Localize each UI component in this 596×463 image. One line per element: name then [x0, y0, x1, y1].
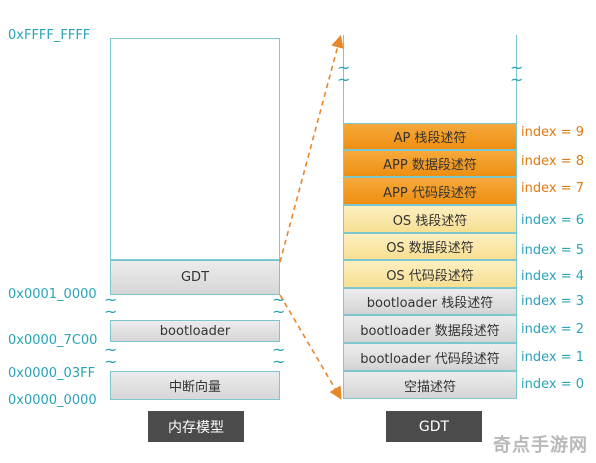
- gdt-entry-8: APP 数据段述符: [343, 150, 517, 177]
- break-mark: ~: [272, 352, 286, 371]
- memory-gdt-block: GDT: [110, 260, 280, 295]
- gdt-entry-2: bootloader 数据段述符: [343, 315, 517, 343]
- memory-bootloader-block: bootloader: [110, 320, 280, 342]
- gdt-entry-3: bootloader 栈段述符: [343, 288, 517, 315]
- gdt-entry-5: OS 数据段述符: [343, 233, 517, 260]
- break-mark: ~: [272, 302, 286, 321]
- memory-ivt-block: 中断向量: [110, 371, 280, 400]
- break-mark: ~: [104, 290, 118, 309]
- break-mark: ~: [104, 352, 118, 371]
- gdt-index-4: index = 4: [521, 269, 584, 284]
- gdt-index-0: index = 0: [521, 377, 584, 392]
- watermark: 奇点手游网: [493, 435, 588, 456]
- gdt-index-2: index = 2: [521, 322, 584, 337]
- address-0x0000-03ff: 0x0000_03FF: [8, 366, 96, 381]
- gdt-entry-4: OS 代码段述符: [343, 260, 517, 288]
- gdt-entry-9: AP 栈段述符: [343, 123, 517, 150]
- break-mark: ~: [104, 302, 118, 321]
- break-mark: ~: [510, 58, 524, 77]
- break-mark: ~: [104, 340, 118, 359]
- address-0x0000-7c00: 0x0000_7C00: [8, 333, 98, 348]
- gdt-index-5: index = 5: [521, 243, 584, 258]
- gdt-upper-region: [343, 35, 517, 123]
- gdt-index-3: index = 3: [521, 294, 584, 309]
- break-mark: ~: [510, 70, 524, 89]
- address-top: 0xFFFF_FFFF: [8, 28, 91, 43]
- gdt-index-9: index = 9: [521, 125, 584, 140]
- gdt-entry-6: OS 栈段述符: [343, 205, 517, 233]
- break-mark: ~: [272, 290, 286, 309]
- memory-model-caption: 内存模型: [148, 411, 244, 442]
- gdt-index-1: index = 1: [521, 350, 584, 365]
- gdt-entry-1: bootloader 代码段述符: [343, 343, 517, 371]
- arrow-gdt-bottom: [279, 294, 342, 400]
- gdt-index-6: index = 6: [521, 213, 584, 228]
- gdt-caption: GDT: [386, 411, 482, 442]
- break-mark: ~: [272, 340, 286, 359]
- gdt-entry-7: APP 代码段述符: [343, 177, 517, 205]
- break-mark: ~: [337, 70, 351, 89]
- gdt-index-8: index = 8: [521, 154, 584, 169]
- break-mark: ~: [337, 58, 351, 77]
- address-0x0000-0000: 0x0000_0000: [8, 393, 97, 408]
- arrow-gdt-top: [279, 34, 344, 263]
- gdt-entry-0: 空描述符: [343, 371, 517, 399]
- gdt-index-7: index = 7: [521, 181, 584, 196]
- address-0x0001-0000: 0x0001_0000: [8, 287, 97, 302]
- memory-free-region: [110, 38, 280, 260]
